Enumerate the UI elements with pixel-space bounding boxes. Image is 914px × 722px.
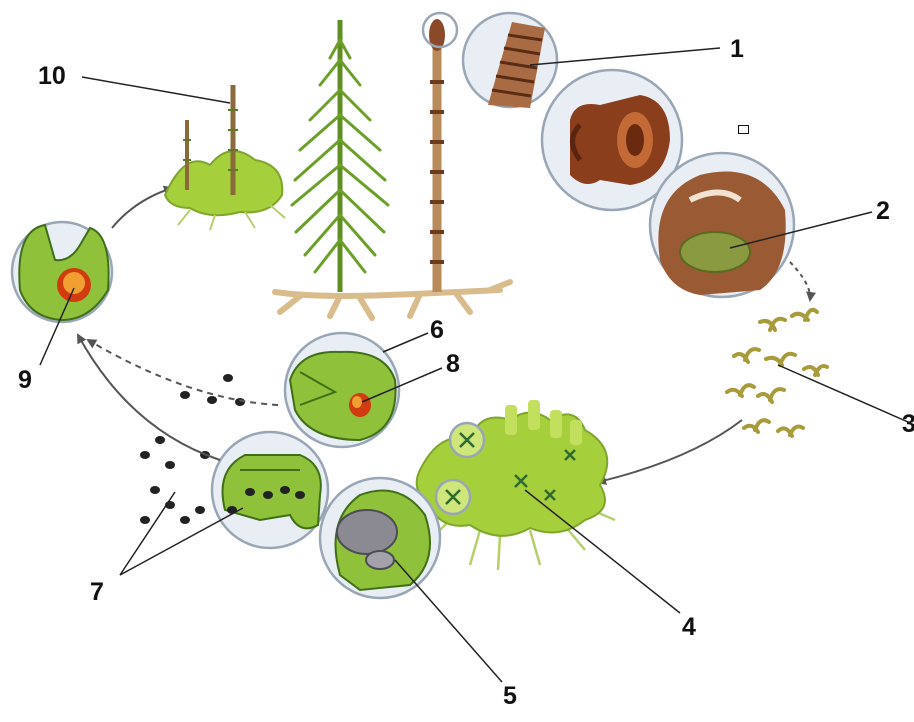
label-10: 10	[38, 64, 66, 89]
leader-line-1	[530, 48, 720, 65]
spores-with-elaters-icon	[727, 310, 827, 436]
callout-strobilus	[463, 13, 557, 108]
leader-line-3	[778, 365, 908, 422]
leader-line-10	[82, 77, 230, 103]
small-square-mark	[738, 125, 749, 134]
leader-line-7a	[120, 492, 175, 575]
prothallus-icon	[417, 400, 615, 570]
callout-antheridium	[320, 478, 440, 598]
leader-line-5	[395, 560, 502, 682]
arrow-to-spores	[790, 262, 810, 300]
label-7: 7	[90, 580, 104, 605]
callout-sporangium	[650, 153, 794, 297]
callout-zygote	[12, 222, 112, 322]
arrow-to-prothallus	[598, 420, 742, 482]
label-6: 6	[430, 318, 444, 343]
arrow-to-young-sporophyte	[112, 188, 172, 228]
callout-sperm-release	[212, 432, 328, 548]
leader-line-6	[383, 333, 428, 352]
rhizome-icon	[275, 282, 510, 318]
vegetative-shoot-icon	[292, 20, 388, 292]
label-9: 9	[18, 368, 32, 393]
leader-lines	[40, 48, 908, 682]
label-3: 3	[902, 412, 914, 437]
label-5: 5	[503, 684, 517, 709]
label-8: 8	[446, 352, 460, 377]
fertile-shoot-icon	[429, 19, 445, 292]
young-sporophyte-icon	[165, 85, 285, 230]
label-4: 4	[682, 615, 696, 640]
arrow-sperm-to-zygote	[78, 335, 220, 460]
callout-archegonium	[285, 333, 399, 447]
label-2: 2	[876, 199, 890, 224]
label-1: 1	[730, 37, 744, 62]
